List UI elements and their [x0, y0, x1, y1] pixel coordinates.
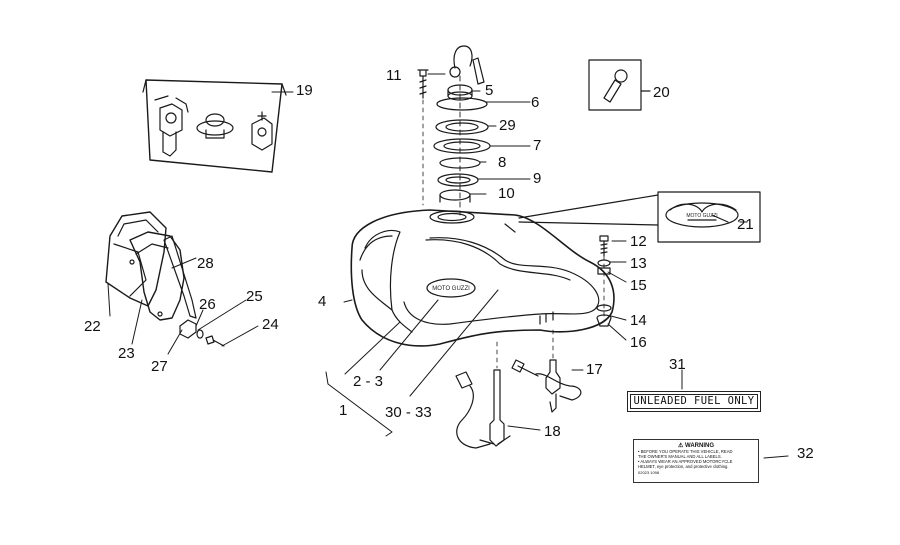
callout-7: 7: [533, 137, 542, 154]
callout-10: 10: [498, 185, 515, 202]
callout-31: 31: [669, 356, 686, 373]
callout-9: 9: [533, 170, 542, 187]
warning-label-32: ⚠ WARNING • BEFORE YOU OPERATE THIS VEHI…: [633, 439, 759, 483]
callout-13: 13: [630, 255, 647, 272]
callout-12: 12: [630, 233, 647, 250]
callout-4: 4: [318, 293, 327, 310]
callout-17: 17: [586, 361, 603, 378]
lock-set-kit-19: [142, 79, 287, 173]
callout-30-33: 30 - 33: [385, 404, 432, 421]
callout-29: 29: [499, 117, 516, 134]
callout-24: 24: [262, 316, 279, 333]
warning-line-4: HELMET, eye protection, and protective c…: [638, 464, 729, 469]
callout-28: 28: [197, 255, 214, 272]
emblem-21: [657, 191, 761, 243]
filler-cap-stack: [417, 45, 491, 216]
warning-code: 02023 1098: [638, 470, 660, 475]
warning-line-2: THE OWNER'S MANUAL AND ALL LABELS.: [638, 454, 722, 459]
callout-19: 19: [296, 82, 313, 99]
callout-14: 14: [630, 312, 647, 329]
warning-title: ⚠ WARNING: [677, 443, 715, 449]
unleaded-fuel-label-31: UNLEADED FUEL ONLY: [627, 391, 761, 412]
callout-11: 11: [386, 67, 402, 84]
callout-23: 23: [118, 345, 135, 362]
mounting-hardware-12-16: [596, 235, 612, 327]
key-20: [588, 59, 651, 111]
callout-27: 27: [151, 358, 168, 375]
fuel-tank: [350, 194, 659, 347]
warning-line-1: • BEFORE YOU OPERATE THIS VEHICLE, READ: [638, 449, 733, 454]
emblem-21-text: MOTO GUZZI: [686, 213, 717, 219]
callout-1: 1: [339, 402, 348, 419]
hardware-24-27: [179, 319, 225, 347]
side-covers-22-23-28: [105, 211, 197, 321]
callout-20: 20: [653, 84, 670, 101]
callout-16: 16: [630, 334, 647, 351]
callout-25: 25: [246, 288, 263, 305]
callout-18: 18: [544, 423, 561, 440]
callout-5: 5: [485, 82, 494, 99]
callout-2-3: 2 - 3: [353, 373, 384, 390]
warning-line-3: • ALWAYS WEAR AN APPROVED MOTORCYCLE: [638, 459, 733, 464]
callout-8: 8: [498, 154, 507, 171]
callout-32: 32: [797, 445, 814, 462]
callout-15: 15: [630, 277, 647, 294]
callout-leaders: [107, 73, 789, 459]
callout-26: 26: [199, 296, 216, 313]
callout-22: 22: [84, 318, 101, 335]
callout-6: 6: [531, 94, 540, 111]
tank-emblem-text: MOTO GUZZI: [432, 286, 470, 292]
fuel-tap-17-18: [455, 329, 582, 449]
fuel-label-text: UNLEADED FUEL ONLY: [630, 394, 758, 409]
callout-21: 21: [737, 216, 754, 233]
